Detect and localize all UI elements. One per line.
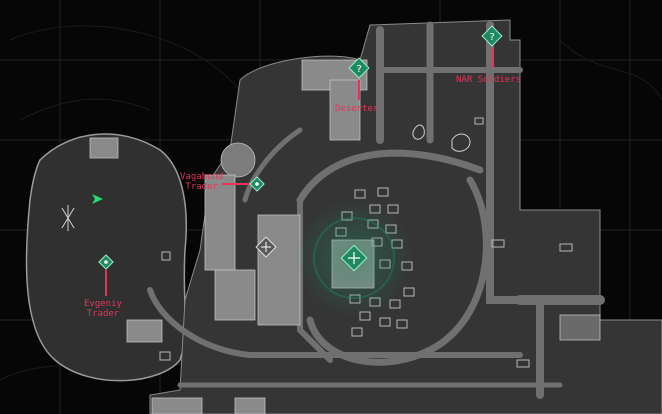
building-tower [220, 142, 256, 178]
objective-ring [313, 217, 395, 299]
landmark-x-icon [61, 205, 75, 231]
nar-soldiers-marker[interactable]: ? [481, 25, 503, 47]
vagabond-trader-marker[interactable] [249, 176, 265, 192]
vagabond-trader-label: Vagabond Trader [180, 172, 224, 192]
pond [451, 133, 471, 152]
tree-cluster [412, 124, 425, 140]
svg-text:?: ? [489, 32, 495, 43]
secondary-objective-marker[interactable] [255, 236, 277, 258]
deserter-marker[interactable]: ? [348, 57, 370, 79]
building-south-shed [126, 319, 163, 343]
building-south-block [151, 397, 203, 414]
building-south-small [234, 397, 266, 414]
center-objective-marker[interactable] [340, 244, 368, 272]
building-east-wide [559, 314, 601, 341]
evgeniy-trader-label: Evgeniy Trader [84, 299, 122, 319]
svg-text:?: ? [356, 64, 362, 75]
building-main-hall [257, 214, 301, 326]
building-west-hut [89, 137, 119, 159]
evgeniy-trader-marker[interactable] [98, 254, 114, 270]
player-arrow-icon [92, 194, 103, 204]
deserter-label: Deserter [335, 104, 379, 114]
building-west-annex [214, 269, 256, 321]
nar-soldiers-label: NAR Soldiers [456, 75, 522, 85]
question-diamond-icon [348, 57, 370, 79]
question-diamond-icon [481, 25, 503, 47]
marker-connectors [105, 48, 493, 296]
building-north-wing [329, 79, 361, 141]
